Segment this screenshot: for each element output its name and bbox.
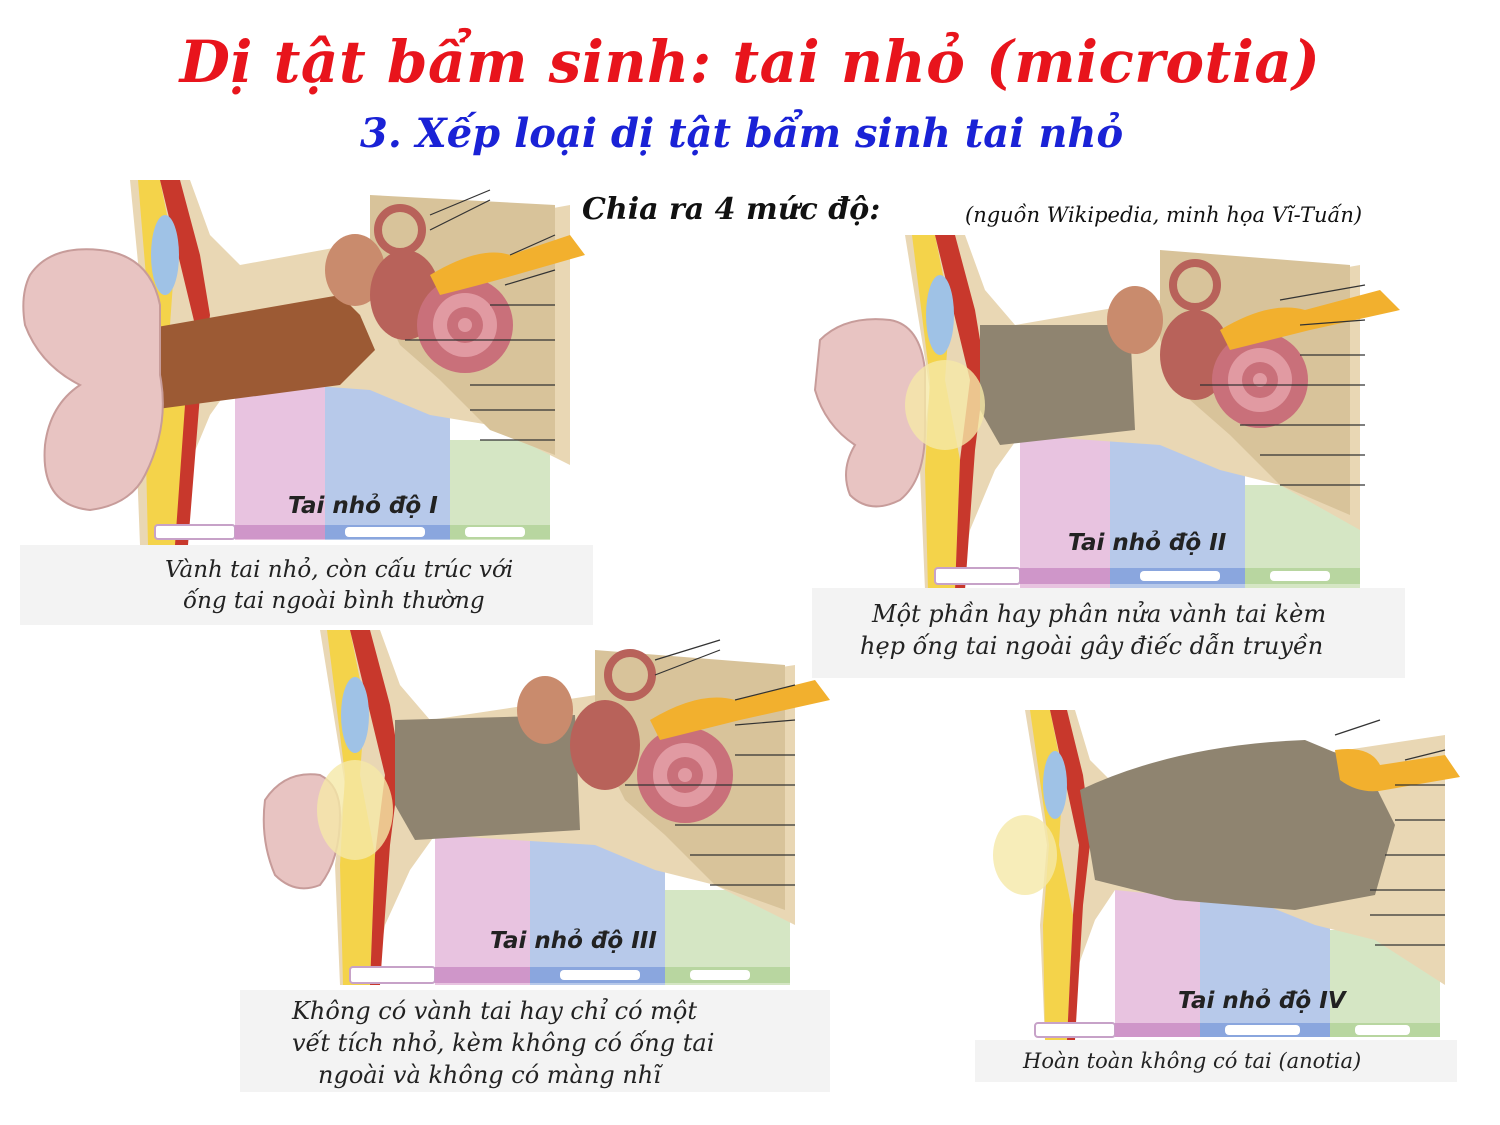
ear-cross-section-grade-2 [813,235,1400,590]
grade-3-caption-line-1: Không có vành tai hay chỉ có một [292,997,697,1025]
grade-2-caption-line-2: hẹp ống tai ngoài gây điếc dẫn truyền [860,632,1324,661]
grade-2-label: Tai nhỏ độ II [1068,530,1227,556]
grade-4-caption: Hoàn toàn không có tai (anotia) [975,1040,1457,1082]
intro-text: Chia ra 4 mức độ: [582,192,881,227]
grade-2-caption: Một phần hay phân nửa vành tai kèm hẹp ố… [812,588,1405,678]
grade-1-caption-line-1: Vành tai nhỏ, còn cấu trúc với [165,557,514,583]
grade-1-panel: Tai nhỏ độ I Vành tai nhỏ, còn cấu trúc … [10,175,600,625]
source-credit: (nguồn Wikipedia, minh họa Vĩ-Tuấn) [965,203,1363,227]
grade-3-caption: Không có vành tai hay chỉ có một vết tíc… [240,990,830,1092]
grade-2-caption-line-1: Một phần hay phân nửa vành tai kèm [872,600,1327,628]
ear-cross-section-grade-4 [993,710,1460,1040]
grade-4-caption-line-1: Hoàn toàn không có tai (anotia) [1023,1049,1362,1073]
grade-2-panel: Tai nhỏ độ II Một phần hay phân nửa vành… [800,230,1410,680]
grade-1-caption: Vành tai nhỏ, còn cấu trúc với ống tai n… [20,545,593,625]
page-title: Dị tật bẩm sinh: tai nhỏ (microtia) [179,28,1321,96]
grade-3-label: Tai nhỏ độ III [490,928,657,954]
grade-4-panel: Tai nhỏ độ IV Hoàn toàn không có tai (an… [975,705,1465,1085]
grade-1-caption-line-2: ống tai ngoài bình thường [183,588,485,615]
section-subtitle: 3. Xếp loại dị tật bẩm sinh tai nhỏ [360,110,1124,157]
grade-3-panel: Tai nhỏ độ III Không có vành tai hay chỉ… [235,625,835,1095]
ear-cross-section-grade-3 [262,630,830,985]
grade-3-caption-line-3: ngoài và không có màng nhĩ [318,1060,661,1089]
ear-cross-section-grade-1 [22,180,585,545]
grade-3-caption-line-2: vết tích nhỏ, kèm không có ống tai [292,1028,715,1057]
grade-4-label: Tai nhỏ độ IV [1178,988,1346,1014]
grade-1-label: Tai nhỏ độ I [288,493,438,519]
